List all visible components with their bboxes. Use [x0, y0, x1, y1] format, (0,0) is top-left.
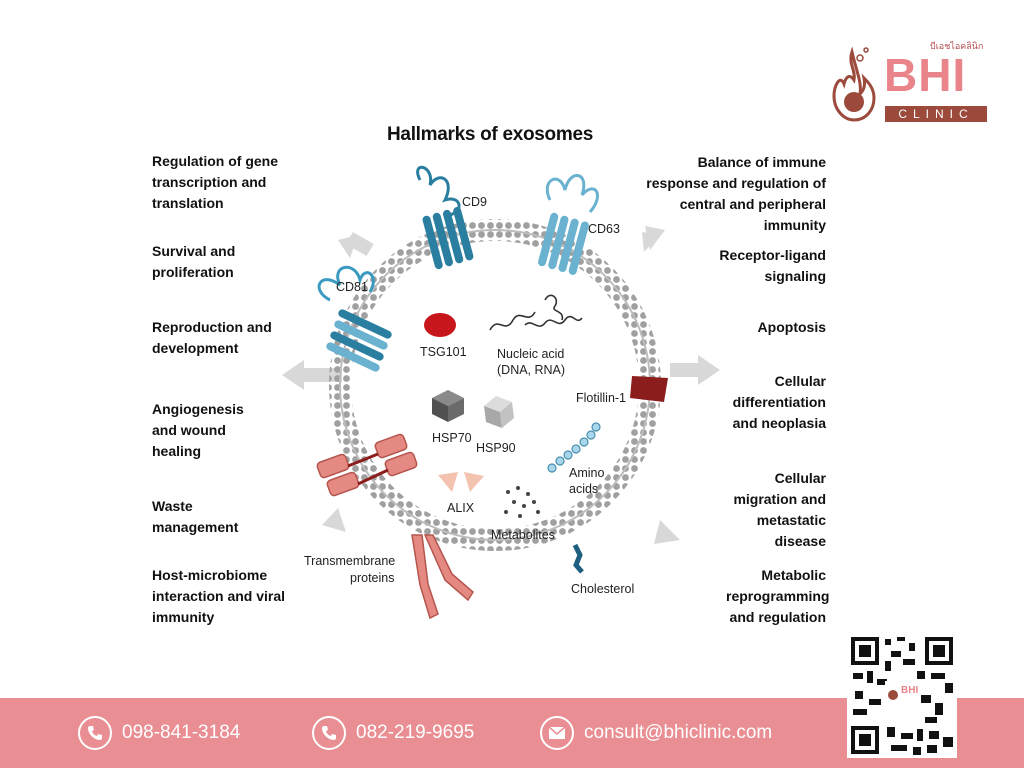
label-cd81: CD81: [336, 280, 368, 294]
logo-clinic-text: CLINIC: [885, 106, 987, 122]
function-waste: Waste management: [152, 498, 239, 535]
function-differentiation: Cellular differentiation and neoplasia: [732, 373, 826, 431]
arrow-left: [282, 360, 304, 390]
flotillin-protein: [630, 376, 668, 402]
function-reproduction: Reproduction and development: [152, 319, 272, 356]
alix-molecule: [438, 472, 484, 492]
label-dna-rna: (DNA, RNA): [497, 363, 566, 377]
cd9-protein: [416, 165, 474, 270]
cd63-protein: [538, 174, 599, 275]
function-metabolic: Metabolic reprogramming and regulation: [726, 567, 830, 625]
arrow-lower-left: [322, 508, 346, 532]
transmembrane-y-protein: [411, 534, 474, 620]
label-transmembrane: Transmembrane: [304, 554, 396, 568]
qr-logo-text: BHI: [901, 685, 919, 696]
label-acids: acids: [569, 482, 599, 496]
function-immune-balance: Balance of immune response and regulatio…: [646, 154, 826, 233]
hsp70-cube: [432, 390, 464, 422]
function-survival: Survival and proliferation: [152, 243, 236, 280]
phone-2-text: 082-219-9695: [356, 722, 475, 743]
arrow-lower-right: [654, 520, 680, 544]
arrow-upper-right: [645, 226, 665, 250]
function-gene-regulation: Regulation of gene transcription and tra…: [152, 153, 278, 211]
diagram-title: Hallmarks of exosomes: [387, 124, 593, 145]
logo-thai-text: บีเอชไอคลินิก: [930, 41, 984, 51]
arrow-right: [698, 355, 720, 385]
email-text: consult@bhiclinic.com: [584, 722, 773, 743]
contact-email[interactable]: consult@bhiclinic.com: [540, 698, 772, 768]
function-host-microbiome: Host-microbiome interaction and viral im…: [152, 567, 286, 625]
nucleic-acid-strands: [489, 294, 583, 331]
label-cd63: CD63: [588, 222, 620, 236]
metabolites-dots: [504, 486, 540, 518]
cd81-protein: [317, 265, 392, 372]
phone-icon: [312, 716, 346, 750]
logo-brand: BHI: [884, 49, 967, 101]
amino-acid-chain: [547, 422, 601, 473]
transmembrane-boxes: [316, 433, 418, 497]
function-angiogenesis: Angiogenesis and wound healing: [152, 401, 244, 459]
label-amino: Amino: [569, 466, 605, 480]
function-migration: Cellular migration and metastatic diseas…: [733, 470, 826, 549]
label-cholesterol: Cholesterol: [571, 582, 635, 596]
exosome-diagram: [282, 165, 720, 620]
label-hsp70: HSP70: [432, 431, 472, 445]
contact-phone-2[interactable]: 082-219-9695: [312, 698, 474, 768]
label-proteins: proteins: [350, 571, 395, 585]
logo-flame-icon: [832, 46, 876, 122]
tsg101-molecule: [424, 313, 456, 337]
output-arrows: [282, 226, 720, 544]
label-flotillin: Flotillin-1: [576, 391, 627, 405]
label-nucleic-acid: Nucleic acid: [497, 347, 565, 361]
label-cd9: CD9: [462, 195, 488, 209]
email-icon: [540, 716, 574, 750]
hsp90-cube: [484, 396, 514, 428]
contact-phone-1[interactable]: 098-841-3184: [78, 698, 240, 768]
qr-code-icon: [847, 633, 957, 758]
label-hsp90: HSP90: [476, 441, 516, 455]
function-receptor-ligand: Receptor-ligand signaling: [719, 247, 826, 284]
phone-icon: [78, 716, 112, 750]
phone-1-text: 098-841-3184: [122, 722, 241, 743]
label-tsg101: TSG101: [420, 345, 467, 359]
qr-code[interactable]: BHI: [847, 633, 957, 758]
label-alix: ALIX: [447, 501, 475, 515]
cholesterol-molecule: [572, 543, 584, 574]
label-metabolites: Metabolites: [491, 528, 555, 542]
function-apoptosis: Apoptosis: [757, 319, 826, 335]
